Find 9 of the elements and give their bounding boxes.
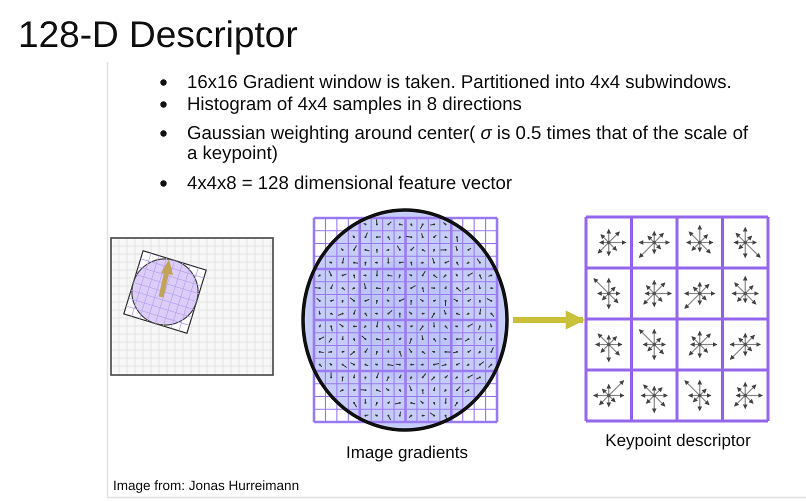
arrow	[513, 310, 585, 330]
figure-caption: Image gradients	[346, 443, 468, 463]
image-credit: Image from: Jonas Hurreimann	[113, 478, 300, 494]
bullet-text: Gaussian weighting around center( σ is 0.5 times that of the scale of a keypoint)	[187, 123, 750, 163]
bullet-text: 4x4x8 = 128 dimensional feature vector	[187, 173, 514, 193]
slide-title: 128-D Descriptor	[18, 13, 298, 57]
figure-caption: Keypoint descriptor	[605, 431, 751, 451]
bullet-text: Histogram of 4x4 samples in 8 directions	[187, 94, 523, 114]
bullet-text: 16x16 Gradient window is taken. Partitioned into 4x4 subwindows.	[187, 72, 733, 92]
